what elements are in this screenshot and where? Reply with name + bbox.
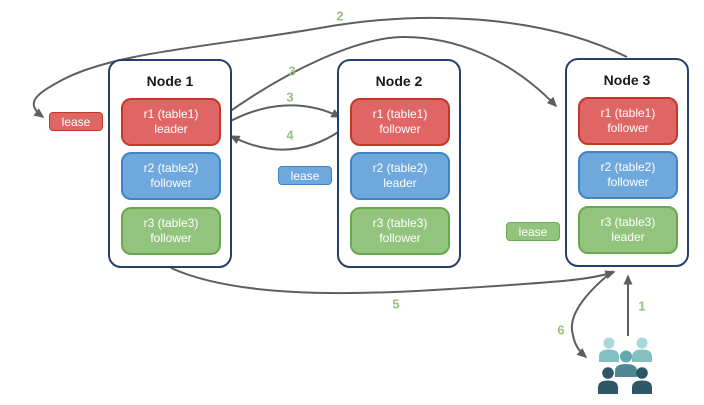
replica-role: follower: [379, 122, 421, 136]
replica-role: follower: [379, 231, 421, 245]
replica-role: leader: [383, 176, 417, 190]
replica-role: leader: [154, 122, 188, 136]
replica-role: leader: [611, 230, 645, 244]
node-1-replica-r2: r2 (table2) follower: [121, 152, 221, 200]
node-3-replica-r2: r2 (table2) follower: [578, 151, 678, 199]
node-1-title: Node 1: [146, 73, 194, 89]
node-3-replica-r3: r3 (table3) leader: [578, 206, 678, 254]
replica-name: r2 (table2): [143, 161, 199, 175]
node-2-title: Node 2: [375, 73, 423, 89]
step-label-5: 5: [392, 296, 400, 312]
replica-name: r1 (table1): [600, 106, 656, 120]
arrow-step3-node1-to-node2: [224, 104, 342, 125]
users-group-icon: [598, 337, 652, 394]
lease-badge-table1: lease: [49, 112, 103, 131]
step-label-3b: 3: [286, 89, 294, 105]
replica-name: r2 (table2): [372, 161, 428, 175]
replica-name: r3 (table3): [600, 215, 656, 229]
node-1-replica-r3: r3 (table3) follower: [121, 207, 221, 255]
arrow-step2-node3-to-lease1: [32, 16, 628, 118]
replica-name: r2 (table2): [600, 160, 656, 174]
node-2: Node 2 r1 (table1) follower r2 (table2) …: [337, 59, 461, 268]
arrow-step3-node1-to-node3: [221, 35, 558, 118]
node-2-replica-r3: r3 (table3) follower: [350, 207, 450, 255]
step-label-2: 2: [336, 8, 344, 24]
replica-role: follower: [607, 121, 649, 135]
arrow-step4-node2-to-node1: [229, 130, 341, 151]
arrow-step5-node1-to-node3: [170, 267, 616, 295]
node-3: Node 3 r1 (table1) follower r2 (table2) …: [565, 58, 689, 267]
replica-name: r3 (table3): [143, 216, 199, 230]
lease-badge-table2: lease: [278, 166, 332, 185]
node-2-replica-r1: r1 (table1) follower: [350, 98, 450, 146]
replica-role: follower: [150, 176, 192, 190]
step-label-4: 4: [286, 127, 294, 143]
replica-name: r1 (table1): [143, 107, 199, 121]
replica-name: r3 (table3): [372, 216, 428, 230]
replica-name: r1 (table1): [372, 107, 428, 121]
node-1: Node 1 r1 (table1) leader r2 (table2) fo…: [108, 59, 232, 268]
replica-role: follower: [150, 231, 192, 245]
step-label-3a: 3: [288, 63, 296, 79]
arrow-step6-node3-to-clients: [570, 270, 614, 358]
node-2-replica-r2: r2 (table2) leader: [350, 152, 450, 200]
replica-role: follower: [607, 175, 649, 189]
lease-badge-table3: lease: [506, 222, 560, 241]
step-label-6: 6: [557, 322, 565, 338]
step-label-1: 1: [638, 298, 646, 314]
node-1-replica-r1: r1 (table1) leader: [121, 98, 221, 146]
node-3-title: Node 3: [603, 72, 651, 88]
node-3-replica-r1: r1 (table1) follower: [578, 97, 678, 145]
